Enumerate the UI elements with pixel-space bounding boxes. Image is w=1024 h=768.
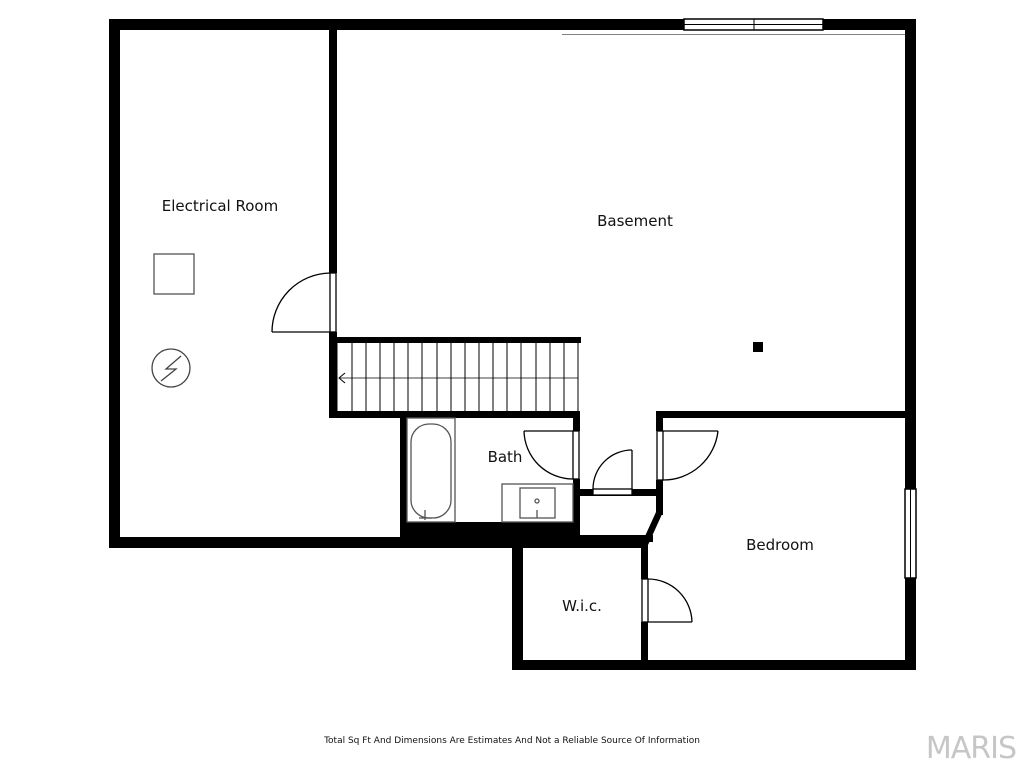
room-label-electrical: Electrical Room <box>161 197 279 215</box>
support-column-icon <box>753 342 763 352</box>
wall-bedroom-left <box>656 411 663 431</box>
wall-bottom <box>512 660 916 670</box>
wall-wic-right-lower <box>641 622 648 670</box>
wall-right-upper <box>905 19 916 489</box>
door-bath <box>523 430 580 480</box>
wall-wic-right-upper <box>641 541 648 579</box>
door-hall-closet <box>592 449 633 496</box>
disclaimer-text: Total Sq Ft And Dimensions Are Estimates… <box>324 736 700 746</box>
brand-logo: MARIS <box>925 731 1017 766</box>
bathtub-icon <box>406 417 456 523</box>
room-label-bedroom: Bedroom <box>746 536 814 554</box>
wall-top <box>109 19 916 30</box>
sink-icon <box>501 483 574 523</box>
stairs <box>336 343 579 411</box>
wall-under-stairs <box>329 411 579 418</box>
window-bedroom <box>904 488 917 579</box>
room-label-bath: Bath <box>487 448 523 466</box>
wall-electrical-right-upper <box>329 30 337 273</box>
wall-left <box>109 19 120 548</box>
room-label-basement: Basement <box>597 212 673 230</box>
wall-right-lower <box>905 578 916 670</box>
wall-bath-left <box>400 411 407 548</box>
utility-box-icon <box>153 253 195 295</box>
wall-bottom-electrical <box>109 537 404 548</box>
walls <box>109 19 916 670</box>
door-electrical-room <box>271 272 337 333</box>
lightning-bolt-circle-icon <box>151 348 191 388</box>
wall-wic-left <box>512 541 523 670</box>
wall-bedroom-left-mid <box>656 480 663 515</box>
door-bedroom <box>656 430 719 481</box>
stair-top-wall <box>337 337 581 343</box>
wall-bath-right-upper <box>573 411 580 431</box>
wall-electrical-right-lower <box>329 332 337 418</box>
wall-hall-closet-bottom <box>573 535 653 542</box>
wall-bedroom-top <box>656 411 916 418</box>
wall-angled <box>641 512 663 545</box>
wall-bath-right-lower <box>573 479 580 548</box>
door-wic <box>641 578 693 623</box>
arrow-left-head-icon <box>338 372 346 384</box>
top-wall-light-segment <box>562 30 905 34</box>
room-label-wic: W.i.c. <box>562 597 602 615</box>
window-top <box>683 18 824 31</box>
